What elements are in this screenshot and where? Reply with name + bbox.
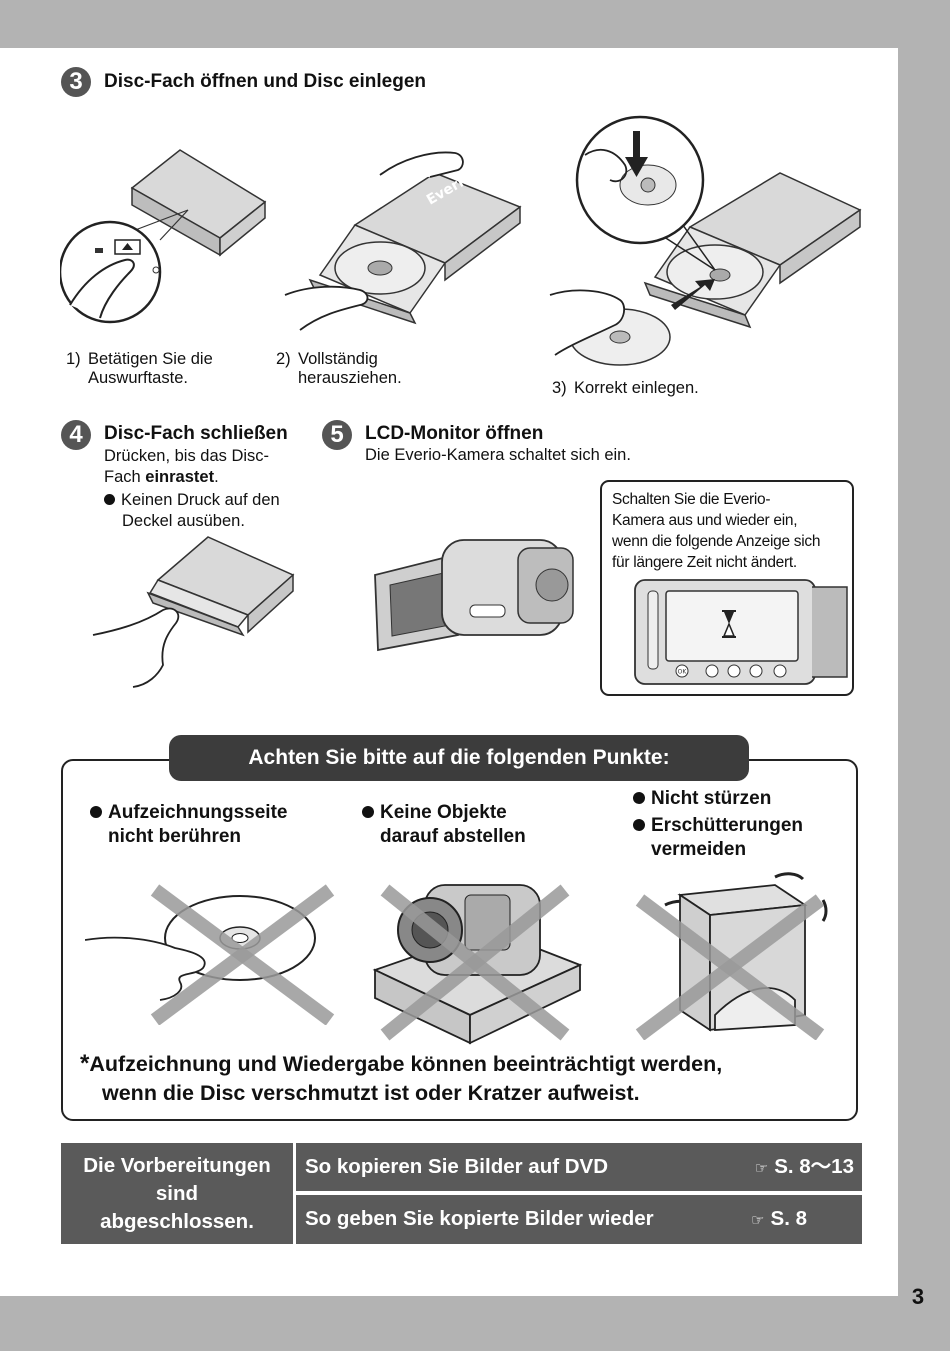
cross-mark-icon [380,884,570,1041]
warning-item-3: Nicht stürzen [633,787,771,811]
warning-item-2: Keine Objekte darauf abstellen [362,801,526,849]
step-3-title: Disc-Fach öffnen und Disc einlegen [104,71,426,92]
warning-item-1: Aufzeichnungsseite nicht berühren [90,801,287,849]
step-5-title: LCD-Monitor öffnen [365,423,544,444]
close-tray-illustration [88,535,298,690]
object-on-drive-warning-illustration [370,875,585,1045]
step-3-caption-2: 2)Vollständig herausziehen. [276,350,402,387]
step-5-subtitle: Die Everio-Kamera schaltet sich ein. [365,446,631,464]
step-3-caption-1: 1)Betätigen Sie die Auswurftaste. [66,350,213,387]
bullet-icon [104,494,115,505]
camcorder-lcd-open-illustration [370,530,585,670]
lcd-note-box: Schalten Sie die Everio- Kamera aus und … [600,480,854,696]
eject-button-illustration [60,140,270,330]
hourglass-icon [722,610,736,638]
pointing-hand-icon: ☞ [754,1160,769,1177]
step-4-instruction: Drücken, bis das Disc- Fach einrastet. [104,447,270,486]
step-5-badge: 5 [322,420,352,450]
step-3-badge: 3 [61,67,91,97]
touch-disc-warning-illustration [85,880,335,1025]
copy-to-dvd-link[interactable]: So kopieren Sie Bilder auf DVD ☞S. 8～13 [296,1143,862,1191]
step-4-bullet: Keinen Druck auf den Deckel ausüben. [104,490,314,532]
bullet-icon [362,806,374,818]
top-margin-band [0,0,950,48]
bullet-icon [633,792,645,804]
bottom-margin-band [0,1296,950,1351]
right-margin-band [898,0,950,1351]
warnings-banner: Achten Sie bitte auf die folgenden Punkt… [169,735,749,781]
bullet-icon [90,806,102,818]
cross-mark-icon [150,884,335,1025]
asterisk-mark: * [80,1050,90,1077]
step-4-badge: 4 [61,420,91,450]
lcd-note-text: Schalten Sie die Everio- Kamera aus und … [612,491,821,571]
warnings-footnote: *Aufzeichnung und Wiedergabe können beei… [80,1050,723,1105]
cross-mark-icon [635,894,825,1040]
step-3-caption-3: 3)Korrekt einlegen. [552,379,699,397]
bullet-icon [633,819,645,831]
next-steps-table: Die Vorbereitungen sind abgeschlossen. S… [61,1143,862,1244]
play-copied-images-link[interactable]: So geben Sie kopierte Bilder wieder ☞S. … [296,1195,862,1244]
pointing-hand-icon: ☞ [751,1212,765,1229]
insert-disc-illustration [545,105,865,370]
svg-text:OK: OK [678,669,688,676]
preparation-done-cell: Die Vorbereitungen sind abgeschlossen. [61,1143,293,1244]
drop-shake-warning-illustration [635,865,840,1040]
warning-item-4: Erschütterungen vermeiden [633,814,803,862]
lcd-screen-illustration: OK [632,577,852,687]
page-number: 3 [911,1284,925,1309]
step-4-title: Disc-Fach schließen [104,423,288,444]
pull-tray-illustration: Everio [280,145,530,345]
